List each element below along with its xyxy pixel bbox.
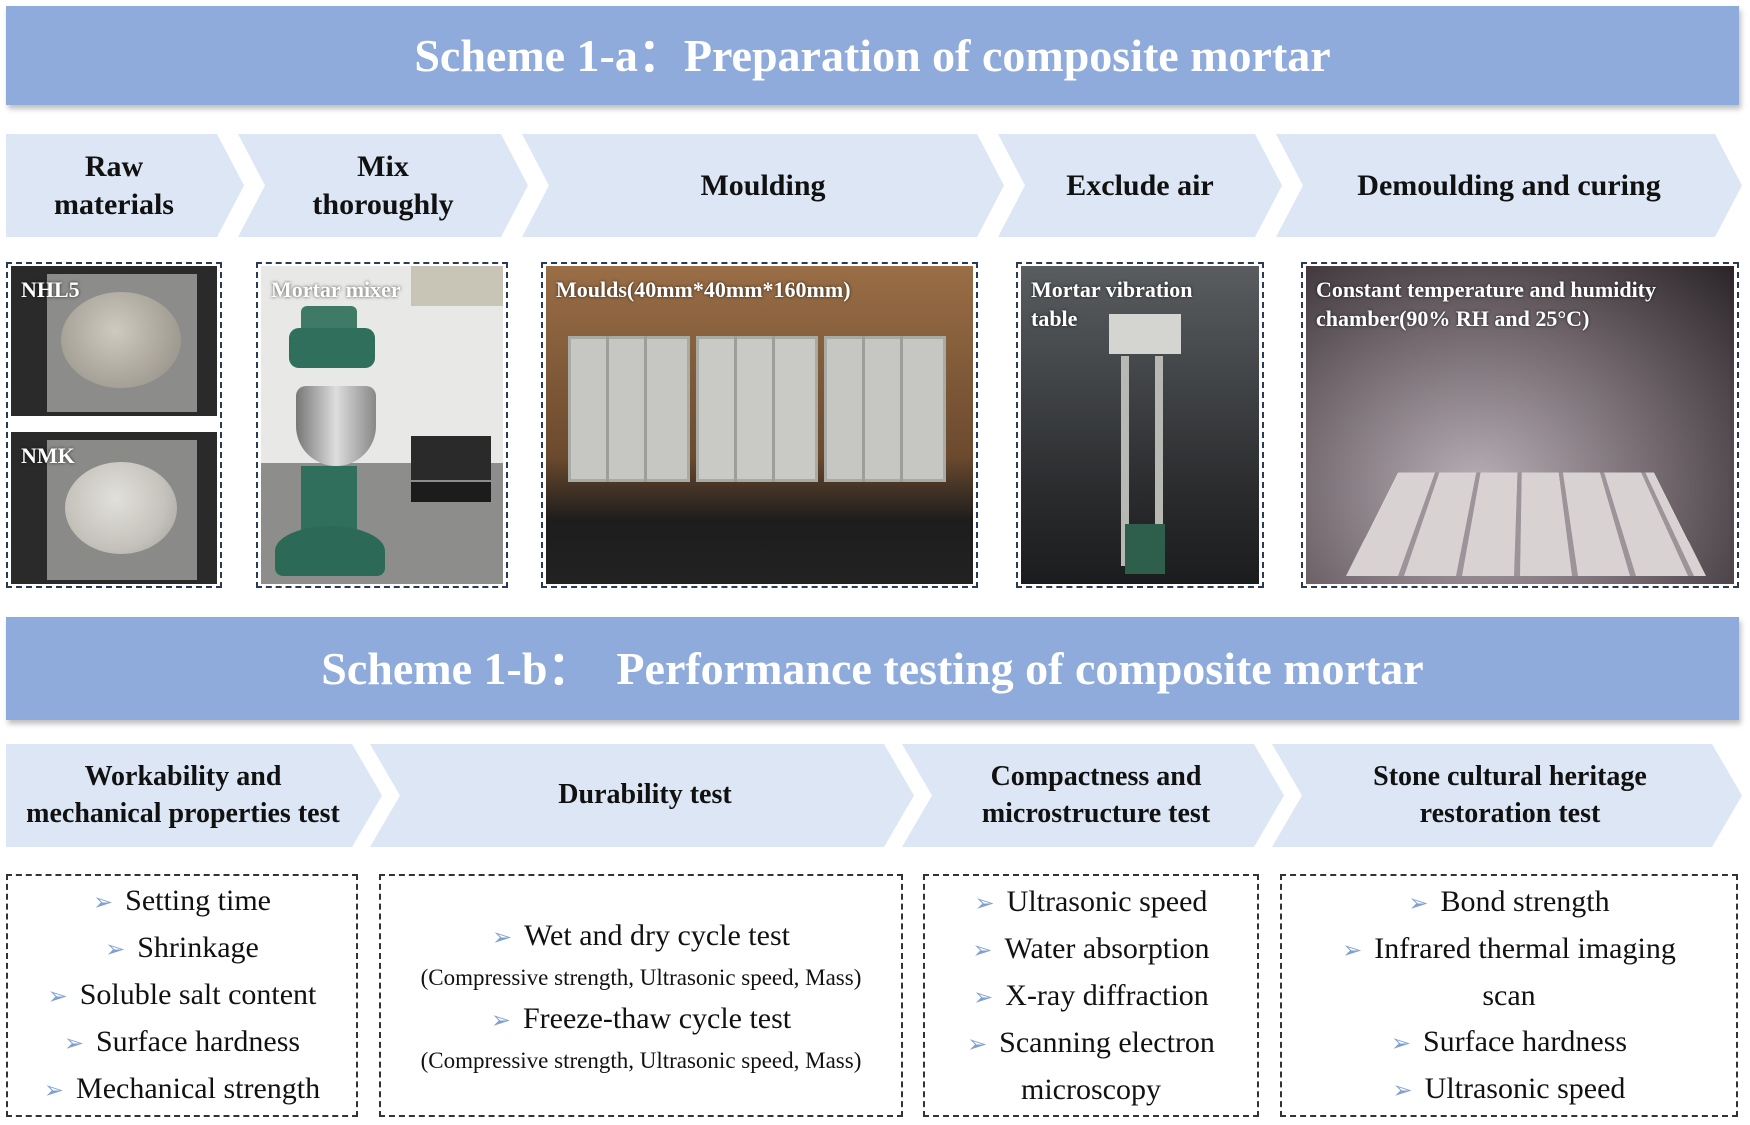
vibration-table-photo: Mortar vibration table xyxy=(1021,266,1259,584)
list-item: ➢Ultrasonic speed xyxy=(1392,1071,1626,1105)
step-raw-materials: Raw materials xyxy=(6,134,244,237)
vibration-table-label: Mortar vibration table xyxy=(1031,277,1193,331)
step-moulding: Moulding xyxy=(522,134,1004,237)
list-item: ➢X-ray diffraction xyxy=(973,978,1209,1012)
bullet-arrow-icon: ➢ xyxy=(93,888,114,916)
list-item: ➢Shrinkage xyxy=(105,931,259,964)
raw-materials-frame xyxy=(6,262,222,588)
compactness-box: ➢Ultrasonic speed ➢Water absorption ➢X-r… xyxy=(923,874,1259,1117)
list-item: ➢Surface hardness xyxy=(63,1025,301,1058)
bullet-arrow-icon: ➢ xyxy=(967,1029,988,1058)
list-item-continuation: scan xyxy=(1482,978,1536,1012)
bullet-arrow-icon: ➢ xyxy=(972,935,993,964)
step-exclude-air: Exclude air xyxy=(998,134,1282,237)
step-demoulding-curing: Demoulding and curing xyxy=(1276,134,1742,237)
list-item: ➢Mechanical strength xyxy=(43,1072,321,1105)
vibration-frame xyxy=(1016,262,1264,588)
bullet-arrow-icon: ➢ xyxy=(1390,1028,1411,1057)
list-item: ➢Infrared thermal imaging xyxy=(1342,931,1676,965)
nhl5-photo: NHL5 xyxy=(11,266,217,416)
list-item: ➢Water absorption xyxy=(972,931,1210,965)
scheme-1b-banner: Scheme 1-b： Performance testing of compo… xyxy=(6,617,1739,720)
bullet-arrow-icon: ➢ xyxy=(1408,888,1429,917)
mortar-mixer-label: Mortar mixer xyxy=(271,277,401,302)
bullet-arrow-icon: ➢ xyxy=(974,888,995,917)
list-item: ➢Bond strength xyxy=(1408,884,1610,918)
nmk-label: NMK xyxy=(21,443,75,468)
mortar-mixer-photo: Mortar mixer xyxy=(261,266,503,584)
bullet-arrow-icon: ➢ xyxy=(43,1076,65,1104)
moulds-frame xyxy=(541,262,978,588)
bullet-arrow-icon: ➢ xyxy=(63,1029,84,1057)
bullet-arrow-icon: ➢ xyxy=(1342,935,1363,964)
workability-box: ➢Setting time ➢Shrinkage ➢Soluble salt c… xyxy=(6,874,358,1117)
curing-chamber-label: Constant temperature and humidity chambe… xyxy=(1316,277,1657,331)
list-item: ➢Wet and dry cycle test xyxy=(492,918,790,952)
bullet-arrow-icon: ➢ xyxy=(1392,1075,1413,1104)
bullet-arrow-icon: ➢ xyxy=(105,935,126,963)
bullet-arrow-icon: ➢ xyxy=(973,982,994,1011)
moulds-label: Moulds(40mm*40mm*160mm) xyxy=(556,277,851,302)
step-compactness-microstructure: Compactness and microstructure test xyxy=(902,744,1284,847)
moulds-photo: Moulds(40mm*40mm*160mm) xyxy=(546,266,973,584)
list-item: ➢Soluble salt content xyxy=(47,978,317,1011)
list-item: ➢Surface hardness xyxy=(1390,1024,1628,1058)
bullet-arrow-icon: ➢ xyxy=(492,922,513,951)
nmk-photo: NMK xyxy=(11,432,217,584)
list-item-continuation: microscopy xyxy=(1021,1072,1161,1106)
list-item: ➢Scanning electron xyxy=(967,1025,1215,1059)
step-restoration: Stone cultural heritage restoration test xyxy=(1272,744,1742,847)
step-durability: Durability test xyxy=(370,744,914,847)
scheme-1a-banner: Scheme 1-a：Preparation of composite mort… xyxy=(6,6,1739,105)
durability-subtext: (Compressive strength, Ultrasonic speed,… xyxy=(420,964,862,990)
list-item: ➢Freeze-thaw cycle test xyxy=(490,1001,792,1035)
step-mix-thoroughly: Mix thoroughly xyxy=(238,134,528,237)
list-item: ➢Setting time xyxy=(93,884,271,917)
scheme-1b-title: Scheme 1-b： Performance testing of compo… xyxy=(321,643,1424,694)
curing-chamber-photo: Constant temperature and humidity chambe… xyxy=(1306,266,1734,584)
step-workability-mechanical: Workability and mechanical properties te… xyxy=(6,744,382,847)
durability-box: ➢Wet and dry cycle test (Compressive str… xyxy=(379,874,903,1117)
scheme-1a-title: Scheme 1-a：Preparation of composite mort… xyxy=(414,30,1331,81)
mixer-frame xyxy=(256,262,508,588)
chamber-frame xyxy=(1301,262,1739,588)
list-item: ➢Ultrasonic speed xyxy=(974,884,1208,918)
durability-subtext: (Compressive strength, Ultrasonic speed,… xyxy=(420,1047,862,1073)
nhl5-label: NHL5 xyxy=(21,277,80,302)
bullet-arrow-icon: ➢ xyxy=(47,982,68,1010)
restoration-box: ➢Bond strength ➢Infrared thermal imaging… xyxy=(1280,874,1738,1117)
bullet-arrow-icon: ➢ xyxy=(490,1005,511,1034)
